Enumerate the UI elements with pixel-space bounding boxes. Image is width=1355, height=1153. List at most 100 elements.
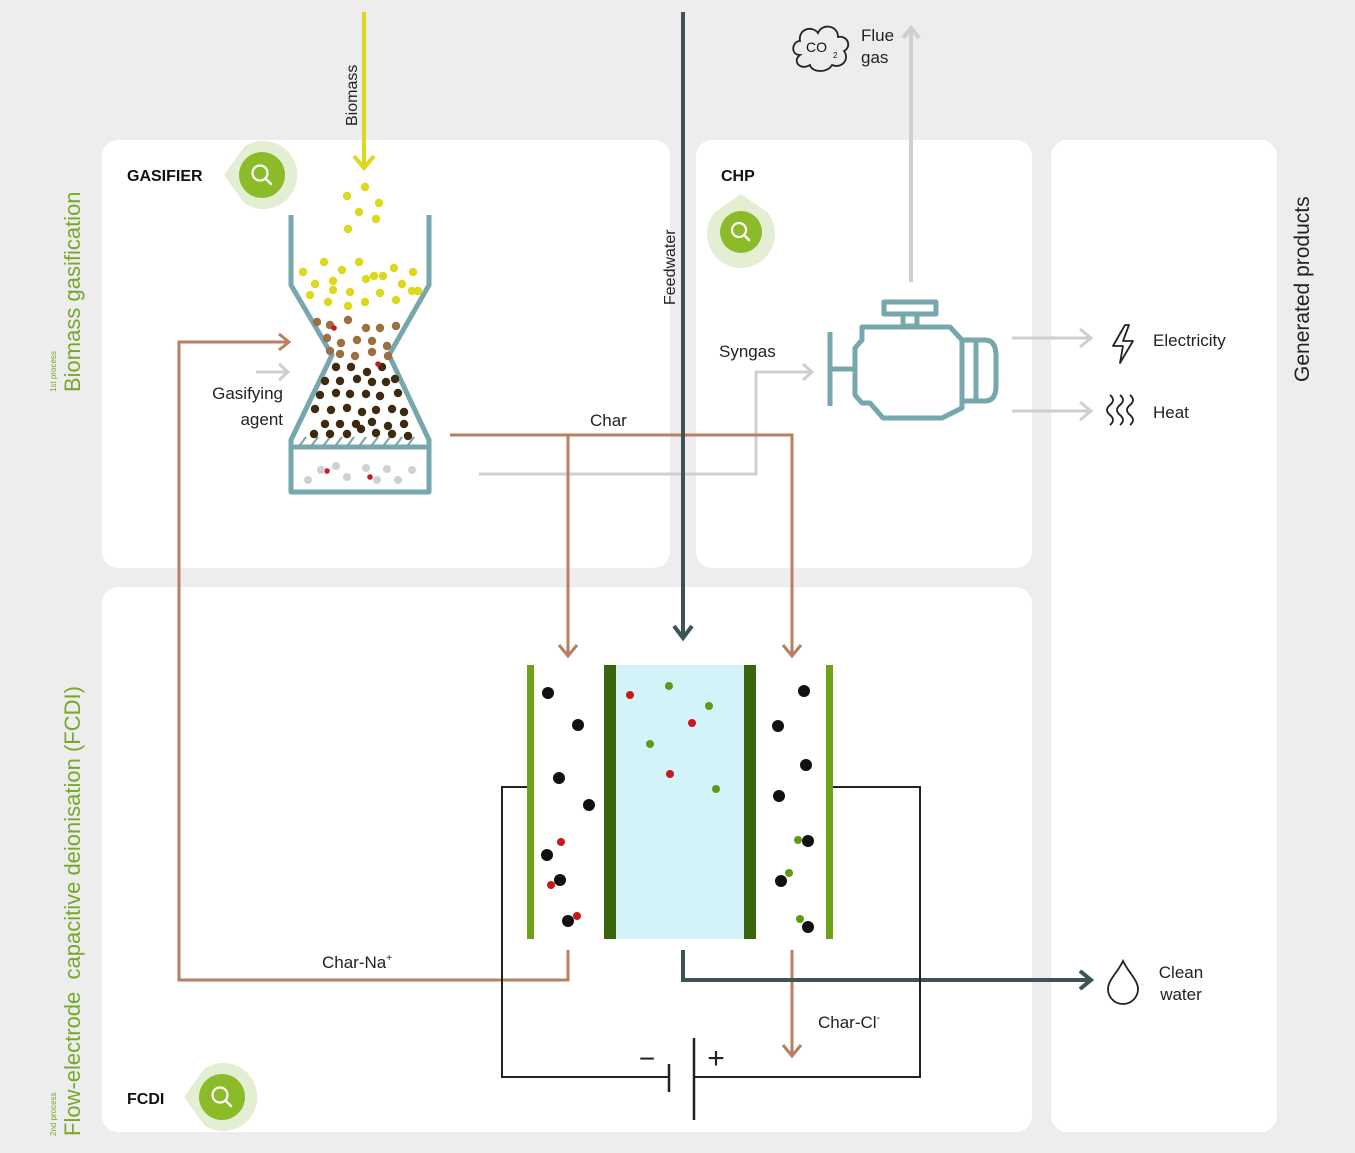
char-particle	[357, 407, 367, 417]
char-particle	[335, 419, 345, 429]
syngas-line	[479, 362, 815, 476]
carbon-particle	[583, 799, 595, 811]
chloride-ion	[573, 912, 581, 920]
carbon-particle	[773, 790, 785, 802]
clean-water-line	[681, 950, 1095, 991]
gasifier-zoom-button[interactable]	[224, 141, 298, 209]
char-na-return-line	[177, 332, 570, 982]
ion-particle	[367, 474, 373, 480]
biomass-particle	[328, 276, 338, 286]
chloride-ion	[688, 719, 696, 727]
char-cl-label: Char-Cl-	[818, 1013, 880, 1032]
ash-particle	[317, 466, 325, 474]
biomass-particle	[323, 297, 333, 307]
chp-panel	[696, 140, 1032, 568]
biomass-particle	[361, 274, 371, 284]
char-particle	[309, 429, 319, 439]
char-particle	[342, 403, 352, 413]
ash-particle	[343, 473, 351, 481]
gasifier-title: GASIFIER	[127, 168, 203, 185]
flue-gas-label-1: Flue	[861, 26, 894, 45]
process1-superscript: 1st process	[49, 351, 58, 392]
biomass-particle	[345, 287, 355, 297]
char-particle	[371, 428, 381, 438]
char-particle	[387, 429, 397, 439]
co2-label: CO	[806, 39, 827, 55]
electricity-label: Electricity	[1153, 331, 1226, 350]
chp-zoom-button[interactable]	[707, 194, 775, 268]
biomass-particle	[389, 263, 399, 273]
right-current-collector	[826, 665, 833, 939]
lightning-icon	[1112, 324, 1134, 364]
left-current-collector	[527, 665, 534, 939]
magnifier-icon	[211, 1086, 233, 1108]
biomass-particle	[328, 285, 338, 295]
char-particle	[351, 419, 361, 429]
biomass-particle	[305, 290, 315, 300]
gasifying-agent-label-2: agent	[240, 410, 283, 429]
biomass-label: Biomass	[344, 65, 361, 126]
clean-water-label-1: Clean	[1159, 963, 1203, 982]
char-lines	[450, 433, 803, 659]
char-particle	[403, 431, 413, 441]
biomass-particle	[397, 279, 407, 289]
flue-gas-label-2: gas	[861, 48, 888, 67]
chloride-ion	[557, 838, 565, 846]
char-particle	[342, 429, 352, 439]
gasifier-vessel	[288, 182, 432, 495]
char-particle	[336, 338, 346, 348]
heat-arrow	[1012, 400, 1094, 422]
sodium-ion	[794, 836, 802, 844]
char-particle	[310, 404, 320, 414]
feedwater-label: Feedwater	[662, 229, 679, 305]
heat-label: Heat	[1153, 403, 1189, 422]
char-particle	[320, 419, 330, 429]
biomass-particle	[343, 301, 353, 311]
fcdi-cell	[527, 665, 833, 939]
biomass-particle	[337, 265, 347, 275]
char-na-label: Char-Na+	[322, 953, 392, 972]
biomass-particle	[371, 214, 381, 224]
grate-hatch	[299, 436, 415, 446]
circuit-wires	[501, 786, 921, 1120]
biomass-particle	[369, 271, 379, 281]
char-particle	[335, 349, 345, 359]
ash-particle	[362, 464, 370, 472]
engine-icon	[827, 299, 999, 421]
chloride-ion	[666, 770, 674, 778]
carbon-particle	[775, 875, 787, 887]
gasifying-agent-arrow	[256, 362, 291, 382]
sodium-ion	[646, 740, 654, 748]
process2-superscript: 2nd process	[49, 1092, 58, 1136]
char-particle	[315, 390, 325, 400]
sodium-ion	[665, 682, 673, 690]
ion-particle	[331, 325, 337, 331]
process1-title: Biomass gasification	[60, 191, 85, 392]
left-membrane	[604, 665, 616, 939]
biomass-particle	[378, 271, 388, 281]
char-particle	[335, 376, 345, 386]
ash-particle	[383, 465, 391, 473]
char-particle	[320, 376, 330, 386]
char-particle	[361, 323, 371, 333]
char-particle	[331, 388, 341, 398]
fcdi-zoom-button[interactable]	[184, 1063, 258, 1131]
char-particle	[343, 315, 353, 325]
water-channel	[616, 665, 744, 939]
biomass-particle	[360, 182, 370, 192]
biomass-particle	[375, 288, 385, 298]
char-particle	[387, 404, 397, 414]
right-membrane	[744, 665, 756, 939]
fcdi-title: FCDI	[127, 1091, 164, 1108]
co2-subscript: 2	[833, 51, 838, 60]
co2-cloud-icon: CO 2	[792, 25, 850, 72]
biomass-particle	[407, 286, 417, 296]
process2-label: Flow-electrode capacitive deionisation (…	[49, 686, 85, 1136]
biomass-particle	[391, 295, 401, 305]
carbon-particle	[572, 719, 584, 731]
char-particle	[367, 336, 377, 346]
carbon-particle	[802, 835, 814, 847]
clean-water-label-2: water	[1159, 985, 1202, 1004]
